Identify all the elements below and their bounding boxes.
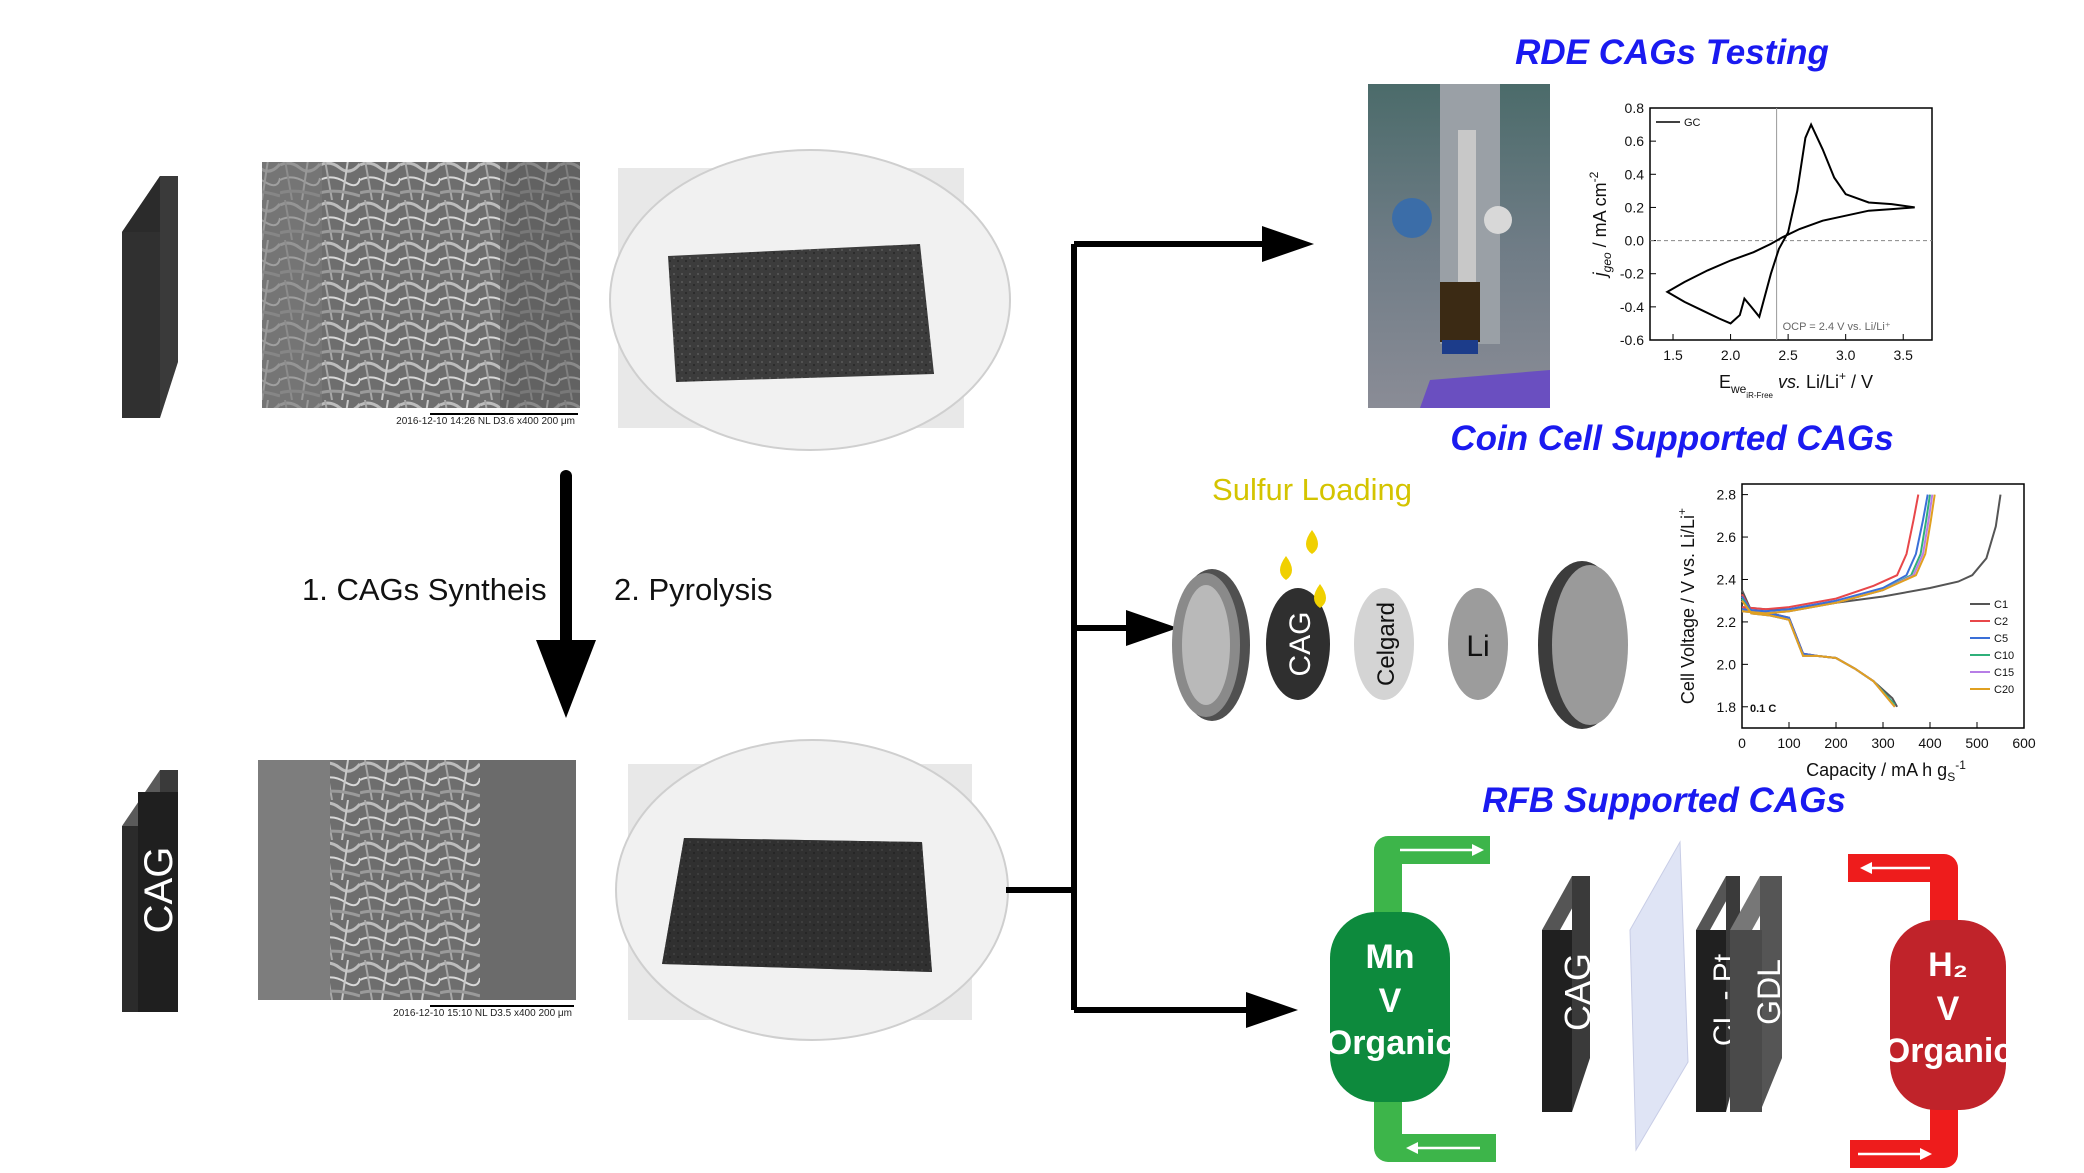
celgard-separator: Celgard bbox=[1354, 588, 1414, 700]
rfb-cag-label: CAG bbox=[1557, 953, 1598, 1031]
left-tank-line3: Organic bbox=[1326, 1024, 1454, 1062]
right-tank-line2: V bbox=[1937, 990, 1960, 1028]
rfb-membrane bbox=[1629, 840, 1689, 1152]
rfb-cag-electrode: CAG bbox=[1542, 876, 1598, 1112]
step2-label: 2. Pyrolysis bbox=[614, 572, 772, 607]
cag-plate-label: CAG bbox=[137, 847, 181, 934]
rde-ytick-label: -0.6 bbox=[1620, 332, 1644, 348]
precursor-plate bbox=[122, 176, 178, 418]
sulfur-drop-1 bbox=[1306, 530, 1318, 554]
sem-image-precursor: 2016-12-10 14:26 NL D3.6 x400 200 μm bbox=[262, 162, 580, 428]
coin-legend-label: C1 bbox=[1994, 599, 2008, 611]
rfb-left-tank: Mn V Organic bbox=[1326, 836, 1496, 1162]
photo-cag-sheet bbox=[615, 739, 1009, 1041]
coin-discharge-curve-c1 bbox=[1741, 589, 1898, 708]
rde-ytick-label: 0.8 bbox=[1625, 100, 1645, 116]
rde-ocp-annotation: OCP = 2.4 V vs. Li/Li⁺ bbox=[1783, 321, 1891, 333]
rde-setup-photo bbox=[1368, 84, 1550, 408]
lithium-disc: Li bbox=[1448, 588, 1508, 700]
coin-legend-label: C5 bbox=[1994, 633, 2008, 645]
coin-legend-label: C10 bbox=[1994, 650, 2014, 662]
rfb-gdl-label: GDL bbox=[1751, 959, 1787, 1025]
rde-cv-chart: -0.6 -0.4 -0.2 0.0 0.2 0.4 0.6 0.8 1.5 2.0 2.5 3.0… bbox=[1587, 100, 1933, 400]
coin-ytick-label: 2.4 bbox=[1717, 571, 1737, 587]
arrow-to-rde bbox=[1262, 226, 1314, 262]
sem-top-scalebar: 2016-12-10 14:26 NL D3.6 x400 200 μm bbox=[396, 416, 575, 427]
coin-xtick-label: 600 bbox=[2012, 735, 2036, 751]
cag-disc-label: CAG bbox=[1284, 611, 1317, 676]
rfb-title: RFB Supported CAGs bbox=[1482, 781, 1846, 820]
coin-rate-label: 0.1 C bbox=[1750, 703, 1776, 715]
sulfur-loading-label: Sulfur Loading bbox=[1212, 472, 1412, 507]
rde-xtick-label: 2.0 bbox=[1721, 347, 1741, 363]
right-tank-line3: Organic bbox=[1884, 1032, 2012, 1070]
coin-xtick-label: 400 bbox=[1918, 735, 1942, 751]
rde-ytick-label: -0.2 bbox=[1620, 266, 1644, 282]
coin-ytick-label: 2.8 bbox=[1717, 487, 1737, 503]
coin-charge-curve-c15 bbox=[1741, 494, 1934, 615]
coin-xtick-label: 500 bbox=[1965, 735, 1989, 751]
synthesis-arrow bbox=[536, 470, 596, 718]
coin-xlabel: Capacity / mA h gS-1 bbox=[1806, 758, 1966, 784]
coin-ytick-label: 2.6 bbox=[1717, 529, 1737, 545]
sulfur-drop-2 bbox=[1280, 556, 1292, 580]
coin-ytick-label: 2.2 bbox=[1717, 614, 1737, 630]
coin-cell-cap bbox=[1172, 569, 1250, 721]
rde-title: RDE CAGs Testing bbox=[1515, 33, 1829, 72]
celgard-label: Celgard bbox=[1373, 602, 1400, 686]
sulfur-drops bbox=[1280, 530, 1326, 608]
coin-discharge-curve-c20 bbox=[1741, 600, 1896, 708]
coin-ytick-label: 2.0 bbox=[1717, 656, 1737, 672]
rfb-gdl: GDL bbox=[1730, 876, 1787, 1112]
arrow-to-rfb bbox=[1246, 992, 1298, 1028]
branch-connector bbox=[1006, 241, 1270, 1013]
coin-xtick-label: 0 bbox=[1738, 735, 1746, 751]
rde-xtick-label: 1.5 bbox=[1663, 347, 1683, 363]
coin-discharge-curve-c15 bbox=[1741, 600, 1896, 708]
rde-ylabel: jgeo / mA cm-2 bbox=[1587, 171, 1614, 279]
coin-charge-curve-c20 bbox=[1741, 494, 1936, 615]
coin-xtick-label: 300 bbox=[1871, 735, 1895, 751]
rfb-right-tank: H₂ V Organic bbox=[1848, 854, 2012, 1168]
coin-xtick-label: 200 bbox=[1824, 735, 1848, 751]
coin-legend-label: C20 bbox=[1994, 684, 2014, 696]
sulfur-drop-3 bbox=[1314, 584, 1326, 608]
rde-ytick-label: 0.6 bbox=[1625, 133, 1645, 149]
coin-ylabel: Cell Voltage / V vs. Li/Li+ bbox=[1675, 508, 1698, 704]
rde-ytick-label: 0.0 bbox=[1625, 233, 1645, 249]
coin-title: Coin Cell Supported CAGs bbox=[1450, 419, 1893, 458]
photo-precursor-sheet bbox=[609, 149, 1011, 451]
left-tank-line2: V bbox=[1379, 982, 1402, 1020]
rde-ytick-label: 0.4 bbox=[1625, 166, 1645, 182]
coin-charge-curve-c2 bbox=[1741, 494, 1920, 611]
sem-image-cag: 2016-12-10 15:10 NL D3.5 x400 200 μm bbox=[258, 760, 576, 1020]
rde-cv-curve bbox=[1665, 122, 1915, 325]
sem-bottom-scalebar: 2016-12-10 15:10 NL D3.5 x400 200 μm bbox=[393, 1008, 572, 1019]
rde-plot-frame bbox=[1649, 107, 1933, 341]
left-tank-line1: Mn bbox=[1365, 938, 1414, 976]
coin-cell-voltage-chart: 1.8 2.0 2.2 2.4 2.6 2.8 0 100 200 300 400 500 600 C… bbox=[1675, 483, 2036, 784]
right-tank-line1: H₂ bbox=[1928, 946, 1968, 984]
coin-cell-case bbox=[1538, 561, 1628, 729]
step1-label: 1. CAGs Syntheis bbox=[302, 572, 547, 607]
coin-legend-label: C15 bbox=[1994, 667, 2014, 679]
lithium-label: Li bbox=[1466, 630, 1489, 663]
rde-xtick-label: 3.0 bbox=[1836, 347, 1856, 363]
rde-xtick-label: 3.5 bbox=[1893, 347, 1913, 363]
coin-ytick-label: 1.8 bbox=[1717, 699, 1737, 715]
rde-ytick-label: 0.2 bbox=[1625, 199, 1645, 215]
cag-plate: CAG bbox=[122, 770, 181, 1012]
cag-disc: CAG bbox=[1266, 588, 1330, 700]
coin-charge-curve-c10 bbox=[1741, 494, 1931, 615]
coin-xtick-label: 100 bbox=[1777, 735, 1801, 751]
coin-legend-label: C2 bbox=[1994, 616, 2008, 628]
arrow-to-coin bbox=[1126, 610, 1178, 646]
rde-xlabel: EweiR-Free vs. Li/Li+ / V bbox=[1719, 369, 1873, 400]
rde-ytick-label: -0.4 bbox=[1620, 299, 1644, 315]
rde-legend-gc: GC bbox=[1684, 117, 1701, 129]
coin-charge-curve-c5 bbox=[1741, 494, 1929, 613]
rde-xtick-label: 2.5 bbox=[1778, 347, 1798, 363]
rde-legend: GC bbox=[1656, 117, 1701, 129]
